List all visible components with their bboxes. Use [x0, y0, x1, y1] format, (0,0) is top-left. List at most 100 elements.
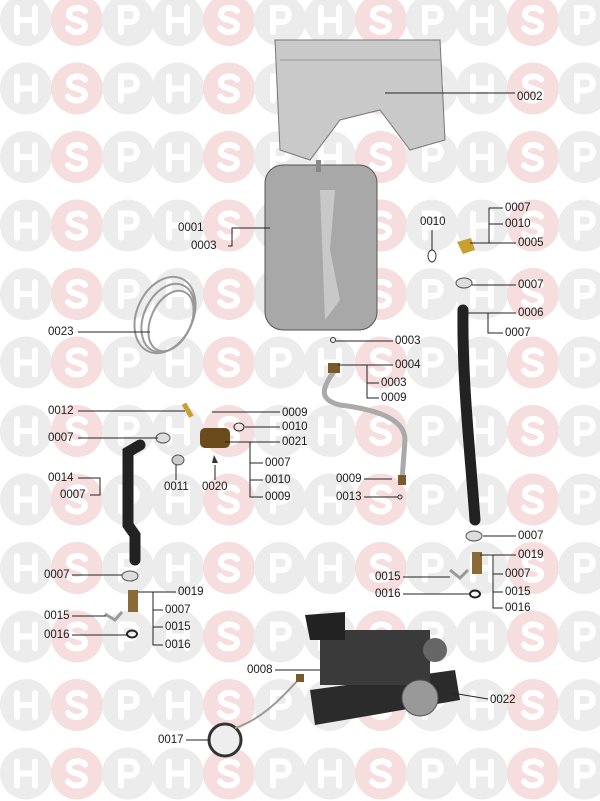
watermark-glyph-icon	[270, 758, 292, 789]
label-0009[interactable]: 0009	[381, 392, 407, 404]
watermark-glyph-icon	[318, 416, 342, 446]
label-0014[interactable]: 0014	[48, 472, 74, 484]
label-0015[interactable]: 0015	[44, 610, 70, 622]
label-0007[interactable]: 0007	[518, 279, 544, 291]
watermark-glyph-icon	[166, 484, 190, 515]
watermark-glyph-icon	[217, 484, 241, 515]
watermark-glyph-icon	[521, 689, 545, 720]
label-0016[interactable]: 0016	[165, 639, 191, 651]
watermark-glyph-icon	[65, 689, 89, 720]
label-0015[interactable]: 0015	[505, 586, 531, 598]
watermark-glyph-icon	[470, 210, 494, 241]
label-0004[interactable]: 0004	[395, 359, 421, 371]
watermark-glyph-icon	[65, 141, 89, 172]
label-0003[interactable]: 0003	[381, 377, 407, 389]
watermark-glyph-icon	[422, 279, 444, 309]
label-0010[interactable]: 0010	[265, 474, 291, 486]
watermark-glyph-icon	[65, 621, 89, 652]
label-0007[interactable]: 0007	[505, 327, 531, 339]
watermark-glyph-icon	[14, 758, 38, 789]
label-0013[interactable]: 0013	[336, 491, 362, 503]
watermark-glyph-icon	[470, 73, 494, 104]
watermark-glyph-icon	[574, 347, 596, 378]
watermark-glyph-icon	[118, 5, 140, 35]
label-0019[interactable]: 0019	[518, 549, 544, 561]
label-0022[interactable]: 0022	[490, 694, 516, 706]
watermark-glyph-icon	[521, 210, 545, 241]
label-0016[interactable]: 0016	[44, 629, 70, 641]
label-0011[interactable]: 0011	[164, 481, 189, 493]
label-0015[interactable]: 0015	[165, 621, 191, 633]
label-0019[interactable]: 0019	[178, 586, 204, 598]
label-0003[interactable]: 0003	[191, 240, 217, 252]
label-0010[interactable]: 0010	[282, 421, 308, 433]
watermark-glyph-icon	[217, 4, 241, 35]
watermark-glyph-icon	[14, 484, 38, 515]
watermark-glyph-icon	[369, 4, 393, 35]
label-0007[interactable]: 0007	[518, 530, 544, 542]
label-0007[interactable]: 0007	[44, 569, 70, 581]
label-0009[interactable]: 0009	[265, 491, 291, 503]
watermark-glyph-icon	[369, 415, 393, 446]
watermark-glyph-icon	[369, 484, 393, 515]
watermark-glyph-icon	[369, 141, 393, 172]
part-0014-hose[interactable]	[104, 439, 146, 639]
label-0007[interactable]: 0007	[165, 604, 191, 616]
watermark-glyph-icon	[470, 5, 494, 35]
watermark-glyph-icon	[369, 347, 393, 378]
label-0007[interactable]: 0007	[505, 568, 531, 580]
label-0007[interactable]: 0007	[505, 202, 531, 214]
label-0001-vessel[interactable]: 0001	[178, 222, 204, 234]
watermark-glyph-icon	[521, 621, 545, 652]
watermark-glyph-icon	[574, 690, 596, 720]
label-0021[interactable]: 0021	[282, 436, 308, 448]
label-0017[interactable]: 0017	[158, 734, 184, 746]
label-0009[interactable]: 0009	[282, 407, 308, 419]
watermark-glyph-icon	[166, 210, 190, 241]
watermark-glyph-icon	[422, 210, 444, 241]
watermark-glyph-icon	[14, 73, 38, 104]
watermark-glyph-icon	[14, 553, 38, 583]
watermark-glyph-icon	[369, 552, 393, 583]
watermark-glyph-icon	[65, 73, 89, 104]
label-0009[interactable]: 0009	[336, 473, 362, 485]
label-0016[interactable]: 0016	[505, 602, 531, 614]
label-0002-cover[interactable]: 0002	[517, 91, 543, 103]
part-0021-manifold[interactable]	[155, 402, 245, 466]
part-0006-hose[interactable]	[427, 238, 483, 599]
part-0001-expansion-vessel[interactable]	[264, 160, 378, 331]
label-0010[interactable]: 0010	[505, 218, 531, 230]
watermark-glyph-icon	[217, 689, 241, 720]
leader-lines	[72, 92, 516, 741]
watermark-glyph-icon	[270, 484, 292, 515]
label-0007[interactable]: 0007	[48, 432, 74, 444]
label-0007[interactable]: 0007	[265, 457, 291, 469]
watermark-glyph-icon	[118, 279, 140, 309]
label-0023[interactable]: 0023	[48, 326, 74, 338]
watermark-glyph-icon	[65, 484, 89, 515]
watermark-glyph-icon	[521, 758, 545, 789]
label-0010[interactable]: 0010	[420, 216, 446, 228]
part-0023-capillary-coil[interactable]	[123, 267, 208, 363]
watermark-glyph-icon	[574, 142, 596, 172]
label-0007[interactable]: 0007	[60, 489, 86, 501]
part-0017-pressure-gauge[interactable]	[207, 674, 304, 758]
label-0003[interactable]: 0003	[395, 335, 421, 347]
label-0006[interactable]: 0006	[518, 307, 544, 319]
part-0002-cover[interactable]	[274, 39, 446, 161]
watermark-glyph-icon	[118, 416, 140, 446]
label-0020[interactable]: 0020	[202, 481, 228, 493]
watermark-glyph-icon	[217, 278, 241, 309]
label-0012[interactable]: 0012	[48, 405, 74, 417]
label-0005[interactable]: 0005	[518, 237, 544, 249]
part-0022-pump-assembly[interactable]	[305, 612, 460, 725]
watermark-glyph-icon	[521, 552, 545, 583]
watermark-glyph-icon	[521, 4, 545, 35]
label-0015[interactable]: 0015	[375, 571, 401, 583]
watermark-glyph-icon	[14, 142, 38, 172]
label-0016[interactable]: 0016	[375, 588, 401, 600]
watermark-glyph-icon	[470, 142, 494, 172]
label-0008[interactable]: 0008	[247, 664, 273, 676]
